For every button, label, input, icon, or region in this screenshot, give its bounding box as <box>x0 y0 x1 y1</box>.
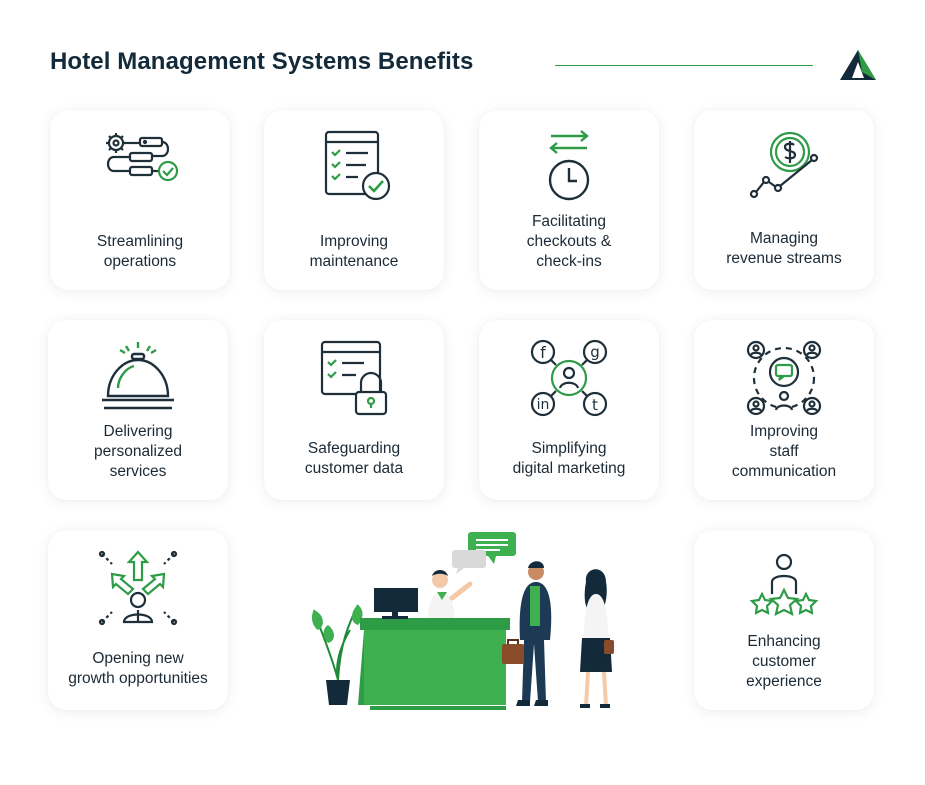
service-bell-icon <box>102 342 174 410</box>
logo-icon <box>840 50 876 80</box>
card-label: Simplifying digital marketing <box>512 440 626 477</box>
card-delivering-services: Delivering personalized services <box>48 320 228 500</box>
lock-list-icon <box>320 340 388 416</box>
page-title: Hotel Management Systems Benefits <box>50 48 474 75</box>
card-growth-opportunities: Opening new growth opportunities <box>48 530 228 710</box>
card-label: Streamlining operations <box>96 233 184 270</box>
card-label: Facilitating checkouts & check-ins <box>526 213 612 270</box>
svg-text:g: g <box>590 343 600 361</box>
card-improving-maintenance: Improving maintenance <box>264 110 444 290</box>
card-facilitating-checkouts: Facilitating checkouts & check-ins <box>479 110 659 290</box>
card-label: Improving maintenance <box>309 233 399 270</box>
title-divider <box>555 65 813 66</box>
card-label: Improving staff communication <box>731 423 837 480</box>
person-stars-icon <box>749 553 819 617</box>
growth-arrows-icon <box>98 550 178 626</box>
card-label: Delivering personalized services <box>94 423 182 480</box>
monitor-icon <box>374 588 418 619</box>
card-label: Opening new growth opportunities <box>68 650 208 687</box>
card-streamlining-operations: Streamlining operations <box>50 110 230 290</box>
svg-text:t: t <box>592 396 598 414</box>
guest-man-figure <box>502 561 552 706</box>
social-network-icon: f g in t <box>530 339 608 417</box>
card-simplifying-marketing: f g in t Simplifying digital marketing <box>479 320 659 500</box>
reception-desk-illustration <box>311 532 614 710</box>
svg-text:f: f <box>540 343 546 362</box>
svg-text:in: in <box>537 397 550 413</box>
dollar-growth-icon <box>749 131 819 199</box>
card-safeguarding-data: Safeguarding customer data <box>264 320 444 500</box>
workflow-gear-icon <box>106 133 179 182</box>
card-staff-communication: Improving staff communication <box>694 320 874 500</box>
guest-woman-figure <box>580 569 614 708</box>
checklist-icon <box>324 130 391 201</box>
card-managing-revenue: Managing revenue streams <box>694 110 874 290</box>
card-label: Managing revenue streams <box>726 230 842 267</box>
plant-icon <box>311 604 363 705</box>
card-label: Enhancing customer experience <box>746 633 822 690</box>
team-chat-icon <box>746 340 822 416</box>
reception-desk <box>358 618 510 710</box>
clock-arrows-icon <box>548 130 590 201</box>
receptionist-figure <box>428 570 473 618</box>
card-customer-experience: Enhancing customer experience <box>694 530 874 710</box>
chat-bubble-icon <box>452 532 516 574</box>
card-label: Safeguarding customer data <box>304 440 404 477</box>
